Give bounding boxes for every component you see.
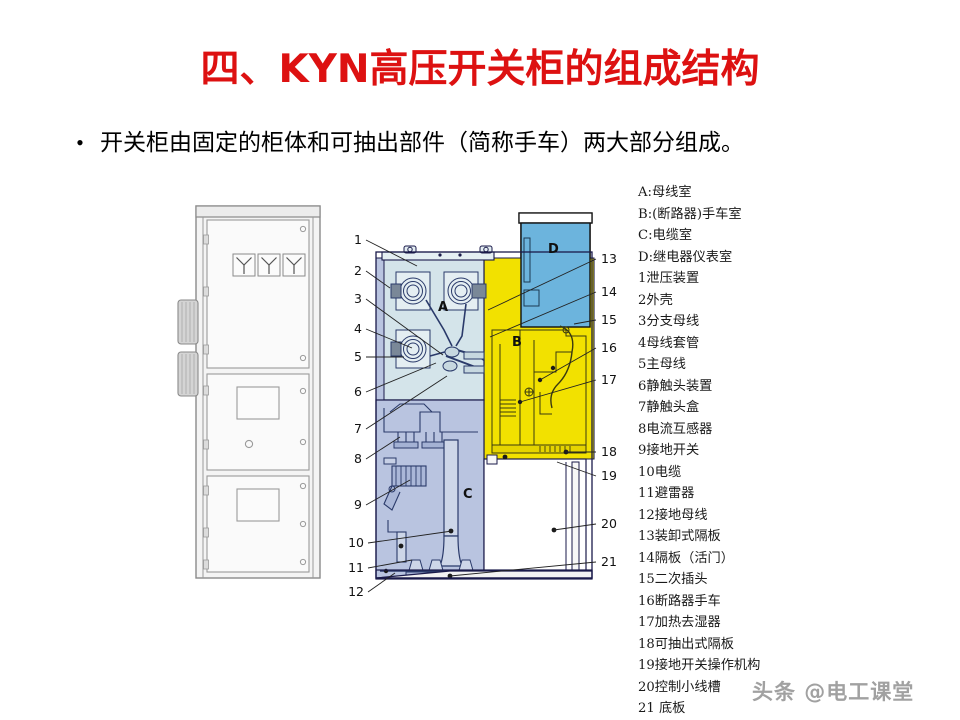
callout-13: 13 xyxy=(601,251,617,266)
legend-item: 4母线套管 xyxy=(638,335,700,351)
callout-layer: 1 2 3 4 5 6 7 8 9 10 11 12 xyxy=(348,232,617,599)
legend-item: 9接地开关 xyxy=(638,443,700,458)
switchgear-figure: A B C D xyxy=(0,178,960,678)
legend-item: 18可抽出式隔板 xyxy=(638,636,734,652)
legend-item: 10电缆 xyxy=(638,464,682,480)
meter-gauge-group xyxy=(232,253,306,277)
callout-19: 19 xyxy=(601,468,617,483)
callout-2: 2 xyxy=(354,263,362,278)
callout-11: 11 xyxy=(348,560,364,575)
legend-item: 14隔板（活门） xyxy=(638,550,734,566)
callout-numbers-right: 13 14 15 16 17 18 19 20 21 xyxy=(601,251,617,569)
callout-18: 18 xyxy=(601,444,617,459)
legend-item: 15二次插头 xyxy=(638,572,708,587)
callout-8: 8 xyxy=(354,451,362,466)
page-title: 四、KYN高压开关柜的组成结构 xyxy=(200,47,760,92)
legend-item: 1泄压装置 xyxy=(638,271,700,286)
callout-9: 9 xyxy=(354,497,362,512)
callout-12: 12 xyxy=(348,584,364,599)
legend-item: 20控制小线槽 xyxy=(638,679,721,695)
bullet-text: 开关柜由固定的柜体和可抽出部件（简称手车）两大部分组成。 xyxy=(100,130,744,156)
cabinet-exterior-view xyxy=(177,205,321,579)
callout-17: 17 xyxy=(601,372,617,387)
callouts-right xyxy=(449,258,597,577)
legend-item: 8电流互感器 xyxy=(638,421,713,437)
legend-item: 5主母线 xyxy=(638,357,686,372)
callout-4: 4 xyxy=(354,321,362,336)
bullet-row: • 开关柜由固定的柜体和可抽出部件（简称手车）两大部分组成。 xyxy=(60,128,940,158)
callout-20: 20 xyxy=(601,516,617,531)
legend-item: C:电缆室 xyxy=(638,228,693,243)
callout-10: 10 xyxy=(348,535,364,550)
legend-item: 6静触头装置 xyxy=(638,378,713,394)
compartment-a xyxy=(375,245,495,469)
side-bushing-blocks xyxy=(177,299,199,397)
legend-item: 19接地开关操作机构 xyxy=(638,658,761,673)
compartment-label-b: B xyxy=(512,335,522,350)
callout-7: 7 xyxy=(354,421,362,436)
legend-item: 17加热去湿器 xyxy=(638,615,721,630)
callout-14: 14 xyxy=(601,284,617,299)
watermark: 头条 @电工课堂 xyxy=(752,680,915,704)
legend-item: 13装卸式隔板 xyxy=(638,529,721,544)
compartment-letter-labels: A B C D xyxy=(438,242,559,502)
callout-21: 21 xyxy=(601,554,617,569)
callouts-left xyxy=(365,239,453,593)
legend-item: 12接地母线 xyxy=(638,507,708,523)
callout-6: 6 xyxy=(354,384,362,399)
callout-3: 3 xyxy=(354,291,362,306)
legend-item: B:(断路器)手车室 xyxy=(638,206,742,222)
callout-5: 5 xyxy=(354,349,362,364)
callout-15: 15 xyxy=(601,312,617,327)
compartment-label-a: A xyxy=(438,300,448,315)
legend-item: A:母线室 xyxy=(638,185,692,200)
legend-item: 21 底板 xyxy=(638,701,686,716)
compartment-b xyxy=(483,212,595,460)
cabinet-section-view: A B C D xyxy=(375,212,595,580)
legend-item: 3分支母线 xyxy=(638,314,700,329)
legend-list: A:母线室 B:(断路器)手车室 C:电缆室 D:继电器仪表室 1泄压装置 2外… xyxy=(638,182,838,720)
legend-item: 2外壳 xyxy=(638,292,673,308)
callout-numbers-left: 1 2 3 4 5 6 7 8 9 10 11 12 xyxy=(348,232,364,599)
callout-1: 1 xyxy=(354,232,362,247)
callout-16: 16 xyxy=(601,340,617,355)
legend-item: 7静触头盒 xyxy=(638,400,700,415)
compartment-label-d: D xyxy=(548,242,559,257)
legend-item: 16断路器手车 xyxy=(638,593,721,609)
bullet-marker: • xyxy=(76,130,84,155)
compartment-label-c: C xyxy=(463,487,473,502)
legend-item: D:继电器仪表室 xyxy=(638,249,733,265)
legend-item: 11避雷器 xyxy=(638,486,695,501)
